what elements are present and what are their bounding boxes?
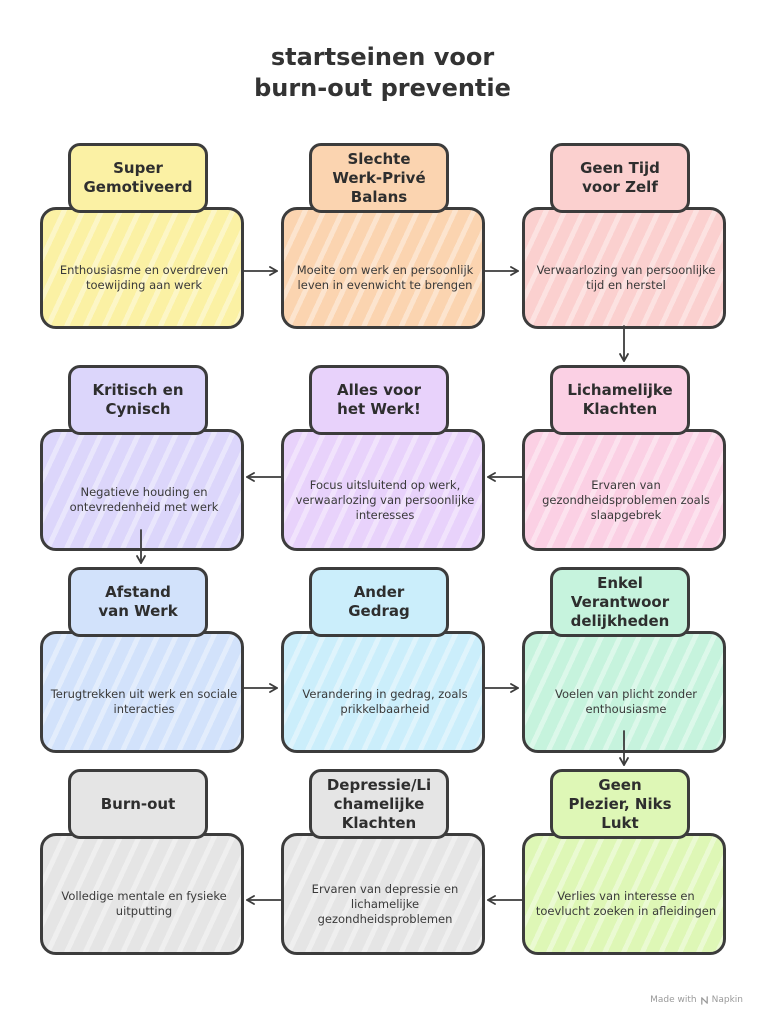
node-card	[281, 833, 485, 955]
node-alles-voor-het-werk: Alles voor het Werk! Focus uitsluitend o…	[281, 365, 487, 551]
node-card	[40, 207, 244, 329]
node-enkel-verantwoordelijkheden: Enkel Verantwoor delijkheden Voelen van …	[522, 567, 728, 753]
node-card	[281, 631, 485, 753]
node-description: Moeite om werk en persoonlijk leven in e…	[296, 263, 474, 292]
node-title: Ander Gedrag	[309, 567, 449, 637]
node-super-gemotiveerd: Super Gemotiveerd Enthousiasme en overdr…	[40, 143, 246, 329]
node-lichamelijke-klachten: Lichamelijke Klachten Ervaren van gezond…	[522, 365, 728, 551]
node-title: Afstand van Werk	[68, 567, 208, 637]
node-burn-out: Burn-out Volledige mentale en fysieke ui…	[40, 769, 246, 955]
node-description: Verandering in gedrag, zoals prikkelbaar…	[302, 687, 468, 716]
napkin-logo-icon	[700, 995, 708, 1005]
footer-text: Made with	[650, 995, 697, 1005]
node-geen-plezier-niks-lukt: Geen Plezier, Niks Lukt Verlies van inte…	[522, 769, 728, 955]
footer-brand: Napkin	[711, 995, 743, 1005]
node-card	[522, 833, 726, 955]
node-card	[281, 429, 485, 551]
title-line-1: startseinen voor	[270, 43, 495, 71]
node-card	[522, 429, 726, 551]
node-title: Lichamelijke Klachten	[550, 365, 690, 435]
node-kritisch-en-cynisch: Kritisch en Cynisch Negatieve houding en…	[40, 365, 246, 551]
node-description: Verwaarlozing van persoonlijke tijd en h…	[536, 263, 716, 292]
node-description: Volledige mentale en fysieke uitputting	[61, 889, 227, 918]
node-ander-gedrag: Ander Gedrag Verandering in gedrag, zoal…	[281, 567, 487, 753]
node-title: Super Gemotiveerd	[68, 143, 208, 213]
node-title: Kritisch en Cynisch	[68, 365, 208, 435]
node-card	[40, 631, 244, 753]
node-description: Verlies van interesse en toevlucht zoeke…	[535, 889, 717, 918]
node-description: Negatieve houding en ontevredenheid met …	[69, 485, 219, 514]
node-afstand-van-werk: Afstand van Werk Terugtrekken uit werk e…	[40, 567, 246, 753]
node-description: Ervaren van depressie en lichamelijke ge…	[311, 881, 459, 926]
node-card	[522, 631, 726, 753]
node-description: Enthousiasme en overdreven toewijding aa…	[59, 263, 229, 292]
node-card	[40, 833, 244, 955]
node-title: Enkel Verantwoor delijkheden	[550, 567, 690, 637]
node-description: Ervaren van gezondheidsproblemen zoals s…	[542, 477, 710, 522]
node-description: Terugtrekken uit werk en sociale interac…	[50, 687, 238, 716]
node-description: Voelen van plicht zonder enthousiasme	[554, 687, 698, 716]
node-title: Depressie/Li chamelijke Klachten	[309, 769, 449, 839]
diagram-title: startseinen voor burn-out preventie	[0, 42, 765, 104]
title-line-2: burn-out preventie	[254, 74, 511, 102]
node-card	[40, 429, 244, 551]
footer-credit: Made with Napkin	[650, 995, 743, 1005]
node-title: Alles voor het Werk!	[309, 365, 449, 435]
node-title: Slechte Werk-Privé Balans	[309, 143, 449, 213]
node-depressie-lichamelijke-klachten: Depressie/Li chamelijke Klachten Ervaren…	[281, 769, 487, 955]
node-description: Focus uitsluitend op werk, verwaarlozing…	[295, 477, 475, 522]
node-slechte-werk-prive-balans: Slechte Werk-Privé Balans Moeite om werk…	[281, 143, 487, 329]
node-geen-tijd-voor-zelf: Geen Tijd voor Zelf Verwaarlozing van pe…	[522, 143, 728, 329]
node-title: Geen Tijd voor Zelf	[550, 143, 690, 213]
node-title: Burn-out	[68, 769, 208, 839]
node-title: Geen Plezier, Niks Lukt	[550, 769, 690, 839]
